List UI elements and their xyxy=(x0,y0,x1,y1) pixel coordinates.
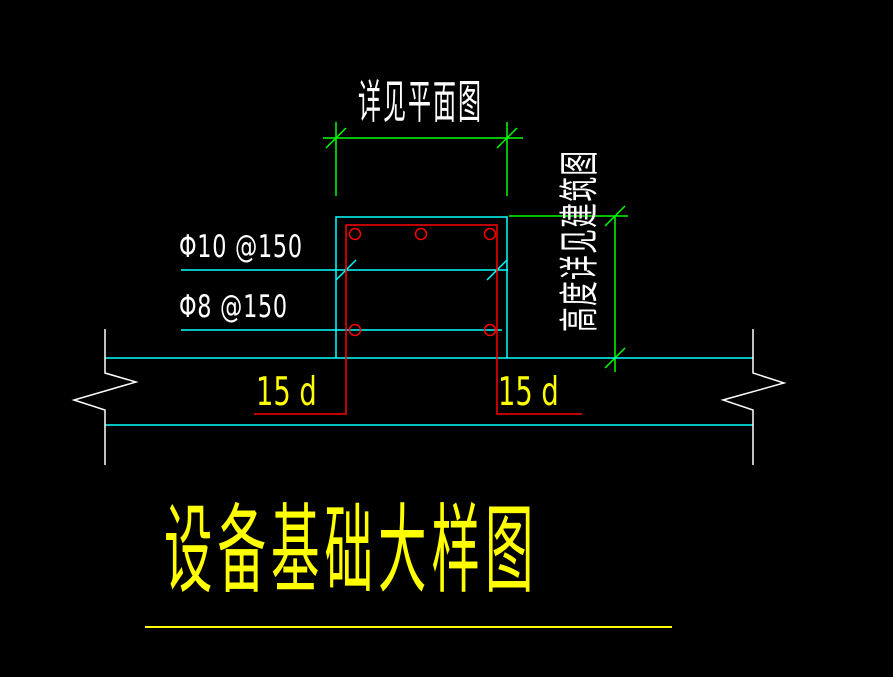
rebar-section-top-left xyxy=(348,227,362,241)
pedestal-outline xyxy=(335,216,508,358)
anchorage-label-right: 15 d xyxy=(498,370,559,415)
dimension-tick-top xyxy=(604,205,626,227)
stirrup-outline xyxy=(254,224,582,415)
plan-reference-label: 详见平面图 xyxy=(358,75,483,129)
stirrup-rebar xyxy=(254,224,582,415)
rebar-section-top-right xyxy=(483,227,497,241)
rebar-section-bottom-left xyxy=(348,323,362,337)
dimension-tick-right xyxy=(496,127,518,149)
anchorage-label-left: 15 d xyxy=(256,370,317,415)
break-line-right xyxy=(720,329,787,465)
drawing-title: 设备基础大样图 xyxy=(164,494,539,607)
dimension-tick-left xyxy=(325,127,347,149)
rebar-section-top-middle xyxy=(414,227,428,241)
height-reference-label: 高度详见建筑图 xyxy=(557,149,603,332)
rebar-label-phi10: Φ10 @150 xyxy=(179,229,303,265)
break-lines xyxy=(71,329,787,465)
break-line-left xyxy=(71,329,139,465)
rebar-section-bottom-right xyxy=(483,323,497,337)
slab-edge-lines xyxy=(105,357,753,426)
rebar-label-phi8: Φ8 @150 xyxy=(179,289,288,325)
top-width-dimension xyxy=(323,122,523,196)
